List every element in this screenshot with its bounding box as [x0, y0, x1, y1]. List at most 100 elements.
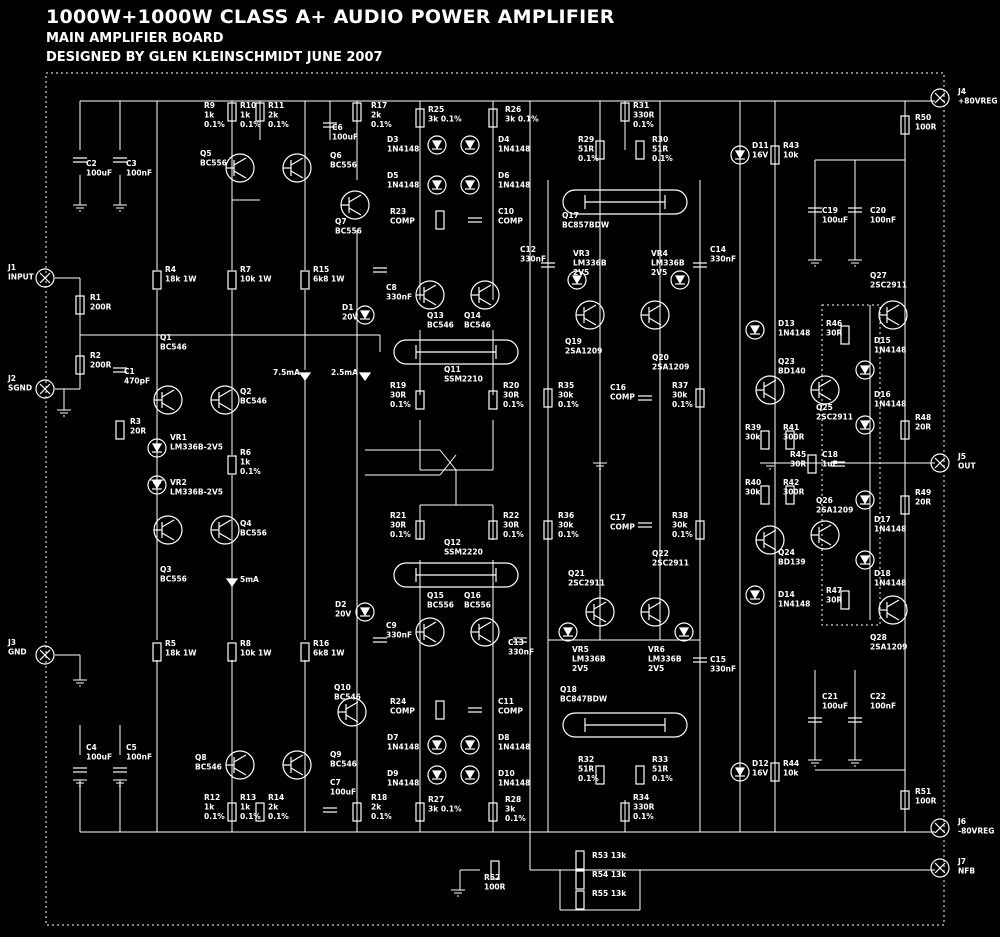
q20-symbol: [640, 300, 670, 330]
r31-symbol: [620, 102, 630, 122]
r54-label: R54 13k: [592, 870, 627, 879]
r9-symbol: [227, 102, 237, 122]
designer-credit: DESIGNED BY GLEN KLEINSCHMIDT JUNE 2007: [46, 50, 383, 65]
c20-symbol: [848, 207, 862, 213]
r27-symbol: [415, 802, 425, 822]
i1-label: 7.5mA: [273, 368, 300, 377]
r1-symbol: [75, 295, 85, 315]
r53-label: R53 13k: [592, 851, 627, 860]
q24-symbol: [755, 525, 785, 555]
r43-symbol: [770, 145, 780, 165]
r29-symbol: [595, 140, 605, 160]
d1-symbol: [355, 305, 375, 325]
i3-symbol: [225, 578, 239, 588]
q6-symbol: [282, 153, 312, 183]
d18-symbol: [855, 550, 875, 570]
r19-symbol: [415, 390, 425, 410]
r55-label: R55 13k: [592, 889, 627, 898]
q17-symbol: [562, 189, 688, 215]
r15-symbol: [300, 270, 310, 290]
j5-symbol: [930, 453, 950, 473]
c11-symbol: [468, 707, 482, 713]
r3-symbol: [115, 420, 125, 440]
d16-symbol: [855, 415, 875, 435]
q8-symbol: [225, 750, 255, 780]
r49-symbol: [900, 495, 910, 515]
vr1-symbol: [147, 438, 167, 458]
c5-symbol: [113, 767, 127, 773]
q4-symbol: [210, 515, 240, 545]
r30-symbol: [635, 140, 645, 160]
c9-symbol: [373, 637, 387, 643]
page-title: 1000W+1000W CLASS A+ AUDIO POWER AMPLIFI…: [46, 6, 615, 28]
q23-symbol: [755, 375, 785, 405]
r17-symbol: [352, 102, 362, 122]
board-outline: [45, 72, 945, 926]
c8-symbol: [373, 267, 387, 273]
r41-symbol: [785, 430, 795, 450]
c15-symbol: [693, 657, 707, 663]
r38-symbol: [695, 520, 705, 540]
vr4-symbol: [670, 270, 690, 290]
r12-symbol: [227, 802, 237, 822]
c3-symbol: [113, 157, 127, 163]
r18-symbol: [352, 802, 362, 822]
j6-symbol: [930, 818, 950, 838]
d7-symbol: [427, 735, 447, 755]
q16-symbol: [470, 617, 500, 647]
d6-symbol: [460, 175, 480, 195]
q22-symbol: [640, 597, 670, 627]
d13-symbol: [745, 320, 765, 340]
